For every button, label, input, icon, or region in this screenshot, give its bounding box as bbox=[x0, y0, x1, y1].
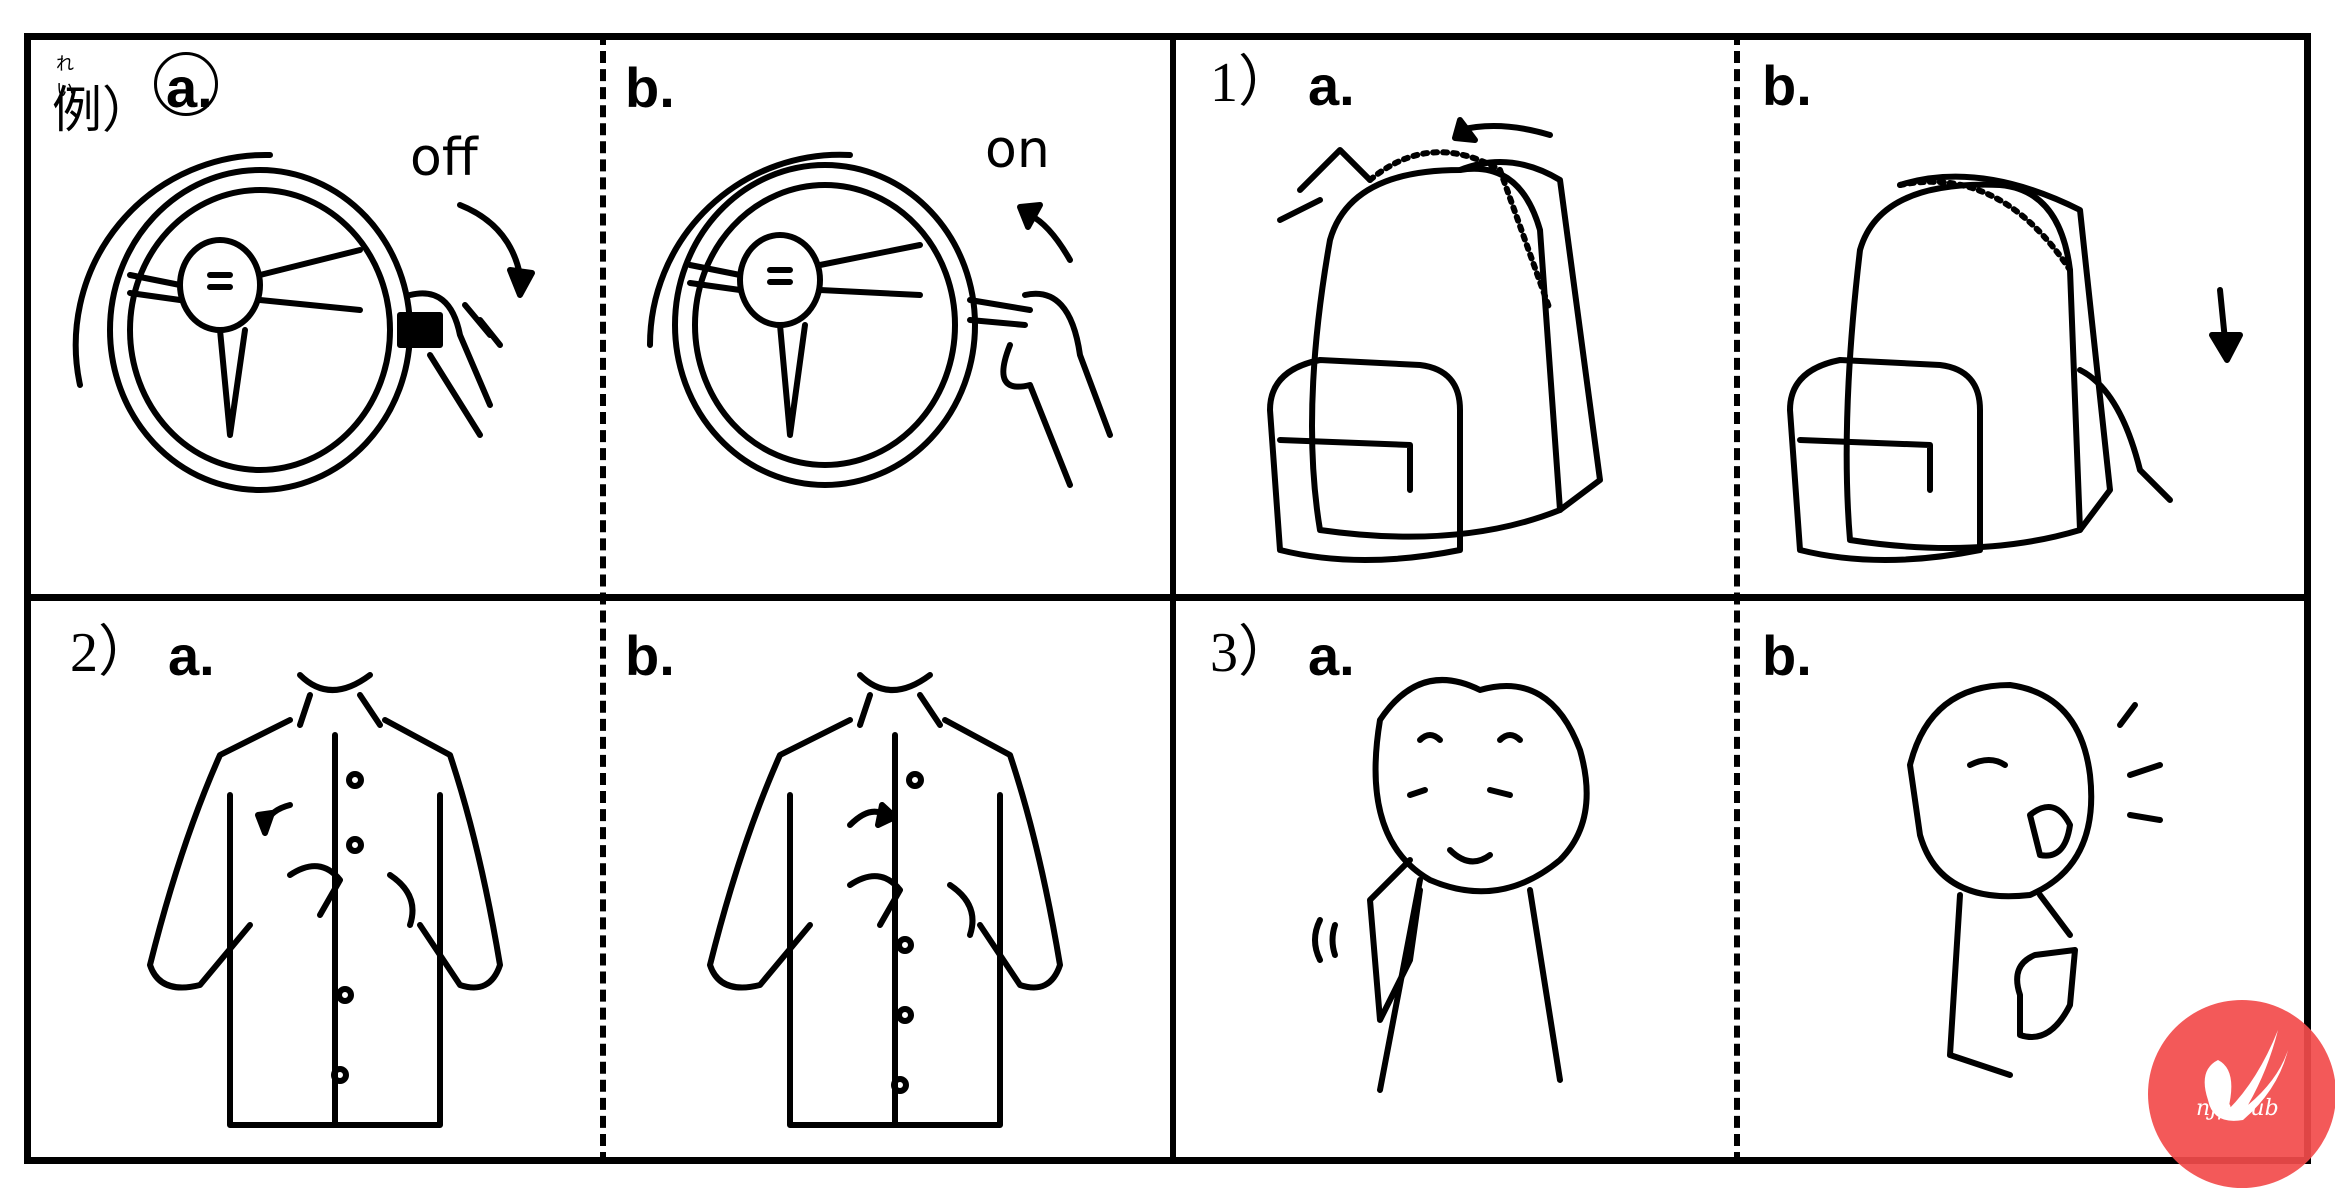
shirt-unbuttoning-illustration bbox=[707, 672, 1063, 1128]
q3-number: 3） bbox=[1210, 622, 1294, 684]
example-label: 例） bbox=[52, 81, 152, 139]
backpack-opening-illustration bbox=[1267, 117, 1603, 563]
q3-option-a: a. bbox=[1308, 624, 1355, 687]
watermark-badge: njpclub bbox=[2148, 1000, 2335, 1188]
q1-option-b: b. bbox=[1762, 54, 1812, 117]
person-coughing-illustration bbox=[1312, 677, 1590, 1093]
q3-option-b: b. bbox=[1762, 624, 1812, 687]
q2-option-a: a. bbox=[168, 624, 215, 687]
q2-number: 2） bbox=[70, 622, 154, 684]
shirt-buttoning-illustration bbox=[147, 672, 503, 1128]
example-option-a: a. bbox=[166, 56, 213, 119]
watermark-text: njpclub bbox=[2196, 1096, 2279, 1121]
steering-wheel-off-illustration bbox=[72, 151, 535, 493]
q1-number: 1） bbox=[1210, 52, 1294, 114]
example-option-b: b. bbox=[625, 56, 675, 119]
example-ruby: れい bbox=[56, 54, 74, 100]
option-divider-right bbox=[1734, 33, 1740, 1164]
row-divider bbox=[24, 594, 2311, 601]
bird-logo-icon bbox=[2204, 1030, 2288, 1121]
option-divider-left bbox=[600, 33, 606, 1164]
caption-off: off bbox=[410, 128, 478, 188]
column-divider bbox=[1170, 33, 1176, 1164]
q2-option-b: b. bbox=[625, 624, 675, 687]
caption-on: on bbox=[985, 120, 1050, 180]
backpack-closing-illustration bbox=[1787, 173, 2243, 563]
q1-option-a: a. bbox=[1308, 54, 1355, 117]
person-choking-illustration bbox=[1907, 682, 2163, 1078]
steering-wheel-on-illustration bbox=[646, 151, 1113, 488]
answer-circle-icon bbox=[154, 52, 218, 116]
